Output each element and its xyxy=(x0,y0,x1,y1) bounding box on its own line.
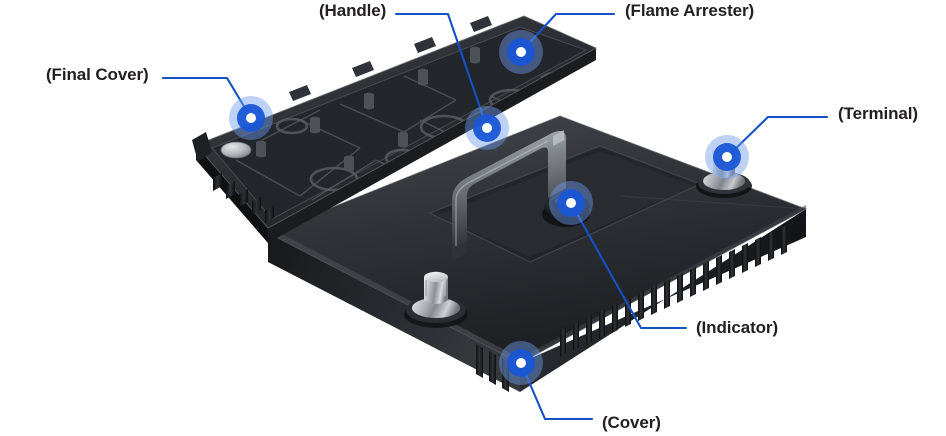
callout-label-flame-arrester[interactable]: (Flame Arrester) xyxy=(625,1,755,20)
leader-line-final-cover xyxy=(161,76,253,120)
callout-label-indicator[interactable]: (Indicator) xyxy=(696,318,779,337)
hotspot-core-icon xyxy=(722,152,732,162)
leader-line-flame-arrester xyxy=(519,12,616,54)
hotspot-core-icon xyxy=(566,198,576,208)
callout-label-terminal[interactable]: (Terminal) xyxy=(838,104,918,123)
leader-line-indicator xyxy=(569,201,688,330)
leader-line-cover xyxy=(519,361,594,421)
handle-part xyxy=(452,130,566,261)
hotspot-terminal[interactable] xyxy=(705,135,749,179)
hotspot-indicator[interactable] xyxy=(549,181,593,225)
final-cover-part xyxy=(192,15,598,243)
hotspot-core-icon xyxy=(482,123,492,133)
callout-label-handle[interactable]: (Handle) xyxy=(319,1,387,20)
hotspot-handle[interactable] xyxy=(465,106,509,150)
cover-side-flutes xyxy=(213,173,274,223)
callout-label-cover[interactable]: (Cover) xyxy=(602,413,661,432)
callout-label-final-cover[interactable]: (Final Cover) xyxy=(46,65,149,84)
hotspot-final-cover[interactable] xyxy=(229,96,273,140)
body-ribs xyxy=(476,225,787,392)
terminal-post-front xyxy=(404,271,468,328)
hotspot-flame-arrester[interactable] xyxy=(499,30,543,74)
hotspot-core-icon xyxy=(516,47,526,57)
hotspot-core-icon xyxy=(516,358,526,368)
leader-line-handle xyxy=(394,12,489,130)
hotspot-core-icon xyxy=(246,113,256,123)
hotspot-cover[interactable] xyxy=(499,341,543,385)
leader-line-terminal xyxy=(725,115,829,159)
terminal-post-right xyxy=(696,147,752,198)
cover-tabs xyxy=(289,16,492,101)
